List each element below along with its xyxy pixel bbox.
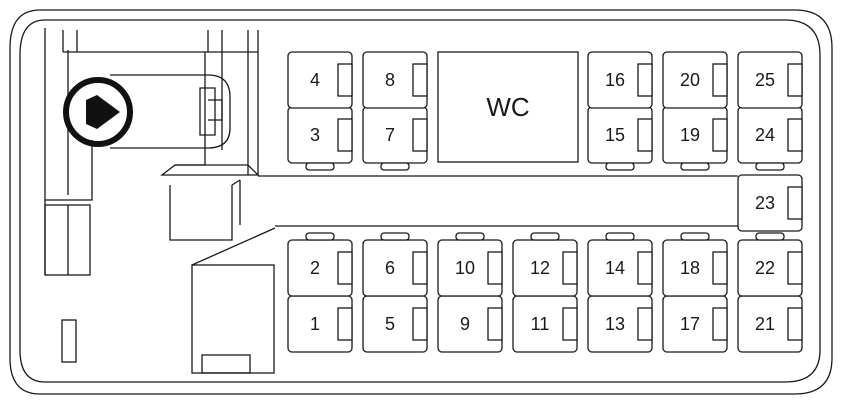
bus-inner-outline <box>19 19 821 383</box>
seat-20[interactable]: 20 <box>662 51 728 109</box>
seat-armrest <box>337 307 353 341</box>
seat-headrest <box>605 162 635 171</box>
seat-6[interactable]: 6 <box>362 232 428 297</box>
seat-armrest <box>712 118 728 152</box>
seat-number: 14 <box>605 258 625 278</box>
seat-armrest <box>637 307 653 341</box>
seat-2[interactable]: 2 <box>287 232 353 297</box>
seat-armrest <box>337 63 353 97</box>
seat-number: 1 <box>310 314 320 334</box>
seat-armrest <box>637 251 653 285</box>
seat-21[interactable]: 21 <box>737 295 803 353</box>
seat-number: 25 <box>755 70 775 90</box>
seat-armrest <box>337 118 353 152</box>
seat-number: 19 <box>680 125 700 145</box>
wc-room: WC <box>437 51 579 163</box>
seat-number: 21 <box>755 314 775 334</box>
seat-number: 4 <box>310 70 320 90</box>
seat-headrest <box>455 232 485 241</box>
seat-25[interactable]: 25 <box>737 51 803 109</box>
seat-headrest <box>605 232 635 241</box>
seat-number: 15 <box>605 125 625 145</box>
seat-17[interactable]: 17 <box>662 295 728 353</box>
seat-12[interactable]: 12 <box>512 232 578 297</box>
seat-number: 23 <box>755 193 775 213</box>
driver-area <box>44 28 276 374</box>
seat-1[interactable]: 1 <box>287 295 353 353</box>
seat-number: 16 <box>605 70 625 90</box>
seat-headrest <box>680 162 710 171</box>
bus-outer-outline <box>9 9 833 395</box>
seat-armrest <box>787 63 803 97</box>
seat-number: 18 <box>680 258 700 278</box>
seat-armrest <box>712 63 728 97</box>
seat-headrest <box>530 232 560 241</box>
seat-armrest <box>562 251 578 285</box>
seat-number: 9 <box>460 314 470 334</box>
seats-layer: 1234567891011121314151617181920212223242… <box>287 51 803 353</box>
seat-16[interactable]: 16 <box>587 51 653 109</box>
wc-label: WC <box>486 92 529 122</box>
seat-5[interactable]: 5 <box>362 295 428 353</box>
seat-22[interactable]: 22 <box>737 232 803 297</box>
seat-24[interactable]: 24 <box>737 106 803 171</box>
seat-armrest <box>562 307 578 341</box>
seat-number: 7 <box>385 125 395 145</box>
seat-3[interactable]: 3 <box>287 106 353 171</box>
seat-headrest <box>380 162 410 171</box>
seat-number: 6 <box>385 258 395 278</box>
seat-number: 10 <box>455 258 475 278</box>
seat-armrest <box>412 63 428 97</box>
seat-number: 13 <box>605 314 625 334</box>
seat-number: 24 <box>755 125 775 145</box>
seat-13[interactable]: 13 <box>587 295 653 353</box>
seat-armrest <box>412 118 428 152</box>
seat-7[interactable]: 7 <box>362 106 428 171</box>
seat-8[interactable]: 8 <box>362 51 428 109</box>
seat-armrest <box>712 307 728 341</box>
seat-18[interactable]: 18 <box>662 232 728 297</box>
seat-9[interactable]: 9 <box>437 295 503 353</box>
steering-wheel-icon <box>63 77 133 147</box>
seat-armrest <box>412 251 428 285</box>
seat-armrest <box>787 186 803 220</box>
seat-armrest <box>487 307 503 341</box>
seat-10[interactable]: 10 <box>437 232 503 297</box>
seat-11[interactable]: 11 <box>512 295 578 353</box>
seat-number: 22 <box>755 258 775 278</box>
seat-23[interactable]: 23 <box>737 174 803 232</box>
seat-armrest <box>412 307 428 341</box>
seat-number: 20 <box>680 70 700 90</box>
seat-15[interactable]: 15 <box>587 106 653 171</box>
seat-armrest <box>637 118 653 152</box>
seat-armrest <box>787 307 803 341</box>
seat-number: 3 <box>310 125 320 145</box>
seat-number: 11 <box>531 314 550 334</box>
seat-headrest <box>755 232 785 241</box>
seat-armrest <box>487 251 503 285</box>
seat-armrest <box>787 118 803 152</box>
seat-number: 8 <box>385 70 395 90</box>
seat-number: 17 <box>680 314 700 334</box>
seat-4[interactable]: 4 <box>287 51 353 109</box>
seat-armrest <box>712 251 728 285</box>
seat-armrest <box>337 251 353 285</box>
seat-headrest <box>680 232 710 241</box>
seat-number: 12 <box>530 258 550 278</box>
seat-armrest <box>787 251 803 285</box>
seat-19[interactable]: 19 <box>662 106 728 171</box>
seat-headrest <box>305 162 335 171</box>
seat-headrest <box>755 162 785 171</box>
seat-14[interactable]: 14 <box>587 232 653 297</box>
seat-headrest <box>305 232 335 241</box>
seat-headrest <box>380 232 410 241</box>
seat-number: 2 <box>310 258 320 278</box>
seat-armrest <box>637 63 653 97</box>
seat-number: 5 <box>385 314 395 334</box>
